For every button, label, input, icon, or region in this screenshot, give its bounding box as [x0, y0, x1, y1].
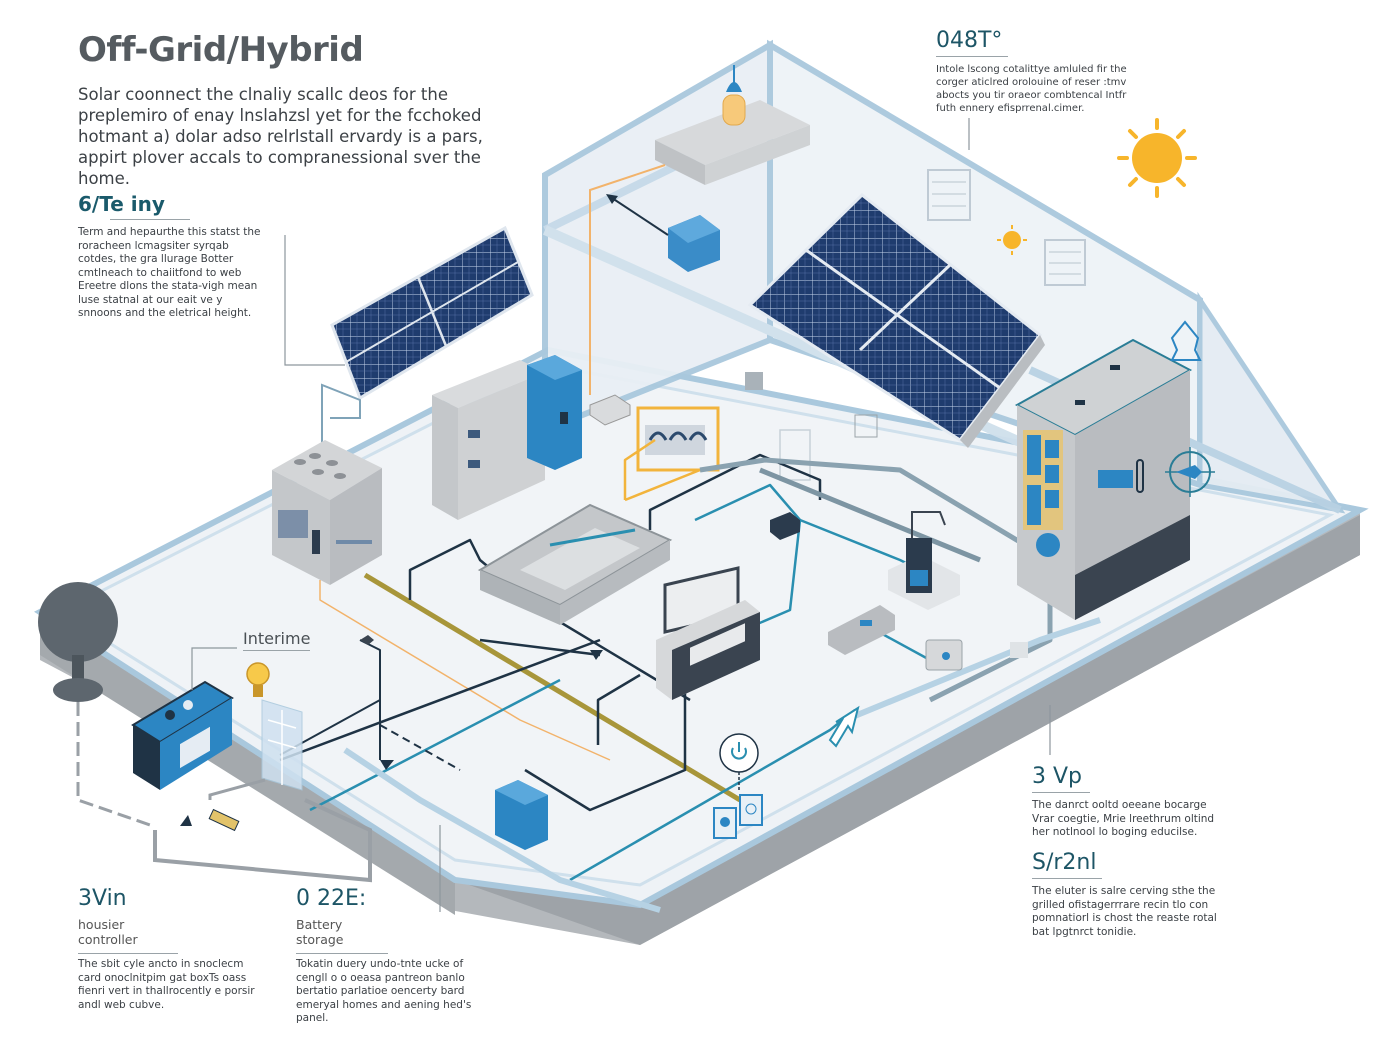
- callout-body: The danrct ooltd oeeane bocarge Vrar coe…: [1032, 799, 1215, 838]
- callout-subtitle: housier controller: [78, 917, 178, 954]
- callout-heading: 048T°: [936, 28, 1003, 53]
- meter-device: [828, 605, 895, 655]
- callout-top-right: 048T° Intole lscong cotalittye amluled f…: [936, 28, 1146, 115]
- callout-right-low: S/r2nl The eluter is salre cerving sthe …: [1032, 850, 1222, 939]
- arrow-icon: [180, 650, 603, 826]
- up-arrow-icon: [828, 705, 860, 748]
- page-title: Off-Grid/Hybrid: [78, 30, 364, 70]
- callout-heading: S/r2nl: [1032, 850, 1097, 875]
- wall-switch: [854, 414, 878, 438]
- ev-charger: [888, 511, 960, 610]
- cabling: [279, 438, 1101, 913]
- ceiling-unit: [655, 100, 810, 185]
- callout-heading: 6/Te iny: [78, 192, 165, 216]
- callout-heading: 3Vin: [78, 886, 127, 911]
- light-bulb-icon: [246, 662, 270, 697]
- roof-solar-array: [747, 193, 1045, 448]
- satellite-dish-icon: [38, 582, 151, 827]
- outdoor-battery: [131, 680, 234, 790]
- intro-paragraph: Solar coonnect the clnaliy scallc deos f…: [78, 85, 483, 188]
- callout-leaders: [191, 118, 1051, 912]
- wall-socket: [925, 639, 963, 671]
- power-symbol-icon: [719, 733, 759, 790]
- pendant-lamp-icon: [722, 65, 746, 126]
- ground-solar-panel: [284, 225, 534, 455]
- callout-body: Term and hepaurthe this statst the rorac…: [78, 226, 261, 319]
- battery-storage-unit: [477, 503, 673, 625]
- callout-body: The sbit cyle ancto in snoclecm card ono…: [78, 958, 255, 1011]
- compass-target-icon: [1165, 447, 1215, 497]
- divider: [1032, 792, 1090, 793]
- small-sun-icon: [997, 225, 1027, 255]
- callout-body: The eluter is salre cerving sthe the gri…: [1032, 885, 1217, 938]
- callout-right-mid: 3 Vp The danrct ooltd oeeane bocarge Vra…: [1032, 764, 1222, 840]
- divider: [1032, 878, 1102, 879]
- callout-top-left: 6/Te iny Term and hepaurthe this statst …: [78, 192, 268, 321]
- floor-cabinet: [495, 780, 548, 850]
- callout-heading: 0 22E:: [296, 886, 367, 911]
- callout-body: Intole lscong cotalittye amluled fir the…: [936, 64, 1127, 114]
- junction-box: [668, 215, 720, 272]
- house-network-icon: [1170, 320, 1202, 361]
- glass-panel: [261, 699, 303, 791]
- divider: [110, 219, 190, 220]
- small-device: [589, 394, 631, 426]
- sun-icon: [1117, 118, 1197, 198]
- wall-outlet: [745, 372, 763, 390]
- callout-bottom-mid: 0 22E: Battery storage Tokatin duery und…: [296, 886, 481, 1026]
- sub-panel: [770, 512, 800, 540]
- hybrid-inverter: [656, 566, 760, 700]
- callout-body: Tokatin duery undo-tnte ucke of cengll o…: [296, 958, 472, 1024]
- floor-vent: [1010, 642, 1028, 658]
- combiner-box: [272, 440, 382, 585]
- cable-connector: [208, 808, 240, 832]
- meter-icons: [713, 794, 763, 839]
- inline-label: Interime: [243, 629, 311, 651]
- divider: [936, 56, 1008, 57]
- callout-subtitle: Battery storage: [296, 917, 388, 954]
- inverter-cabinet: [432, 355, 582, 520]
- callout-heading: 3 Vp: [1032, 764, 1083, 789]
- battery-cabinet: [1014, 338, 1193, 620]
- callout-bottom-left: 3Vin housier controller The sbit cyle an…: [78, 886, 263, 1012]
